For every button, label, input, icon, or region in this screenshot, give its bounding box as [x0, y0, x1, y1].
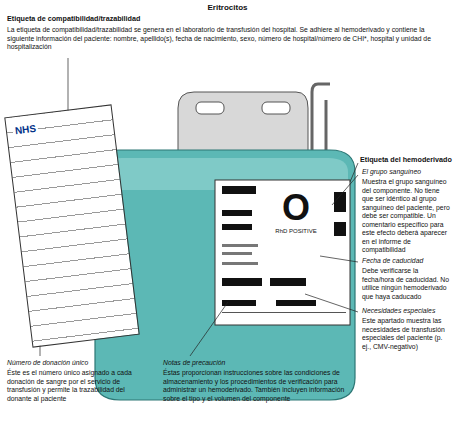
callout-heading: Etiqueta del hemoderivado	[360, 156, 452, 165]
barcode	[222, 224, 252, 230]
leader-line	[305, 294, 358, 312]
leader-line	[190, 302, 228, 356]
barcode	[270, 278, 306, 286]
blood-group-box: ORhD POSITIVE	[262, 188, 330, 250]
hanger-hole	[262, 102, 290, 114]
callout-text: Debe verificarse la fecha/hora de caduci…	[362, 267, 450, 301]
barcode	[222, 210, 252, 216]
compatibility-tag: NHS	[4, 104, 139, 347]
barcode	[222, 186, 256, 194]
label-line	[222, 244, 258, 247]
callout-text: Este apartado muestra las necesidades de…	[362, 317, 450, 351]
callout-text: Muestra el grupo sanguíneo del component…	[362, 178, 450, 255]
barcode	[334, 192, 346, 212]
tube	[325, 100, 328, 152]
callout-heading: Número de donación único	[7, 359, 152, 368]
callout-text: Éstas proporcionan instrucciones sobre l…	[163, 369, 363, 403]
callout-heading: El grupo sanguíneo	[362, 168, 450, 177]
product-label	[215, 180, 350, 325]
barcode	[276, 300, 316, 306]
callout-text: Éste es el número único asignado a cada …	[7, 369, 147, 403]
leader-line	[320, 256, 358, 262]
node-heading: NHS	[12, 122, 38, 137]
leader-line	[68, 58, 69, 110]
label-line	[222, 252, 252, 255]
callout-heading: Notas de precaución	[163, 359, 363, 368]
section-heading: Etiqueta de compatibilidad/trazabilidad	[7, 15, 447, 24]
label-line	[222, 262, 258, 265]
barcode	[334, 222, 346, 236]
label-line	[222, 312, 346, 313]
diagram-title: Eritrocitos	[0, 3, 455, 13]
barcode	[222, 278, 262, 286]
callout-heading: Necesidades especiales	[362, 307, 450, 316]
hanger-hole	[196, 102, 224, 114]
node-text: RhD POSITIVE	[275, 227, 316, 235]
tube	[312, 84, 330, 152]
callout-heading: Fecha de caducidad	[362, 257, 450, 266]
description-text: La etiqueta de compatibilidad/trazabilid…	[7, 26, 447, 52]
node-heading: O	[282, 189, 310, 227]
leader-line	[332, 175, 358, 205]
